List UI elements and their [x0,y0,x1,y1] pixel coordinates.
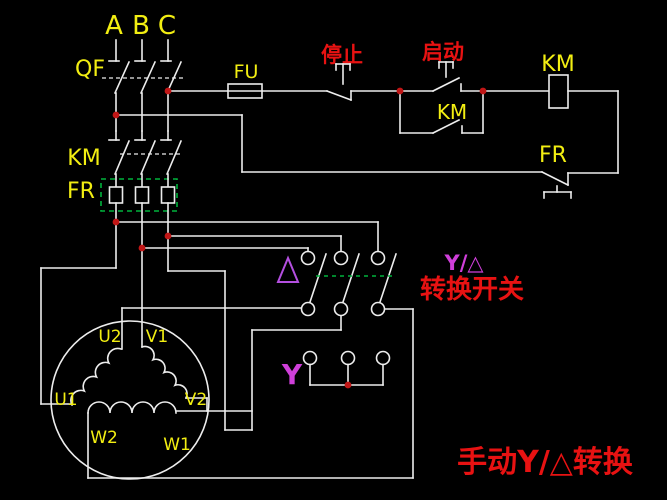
phase-c-label: C [158,11,176,41]
fr-thermal-relay: FR [67,173,178,212]
changeover-switch: Y/△ 转换开关 [276,250,524,317]
star-contact-1 [302,350,318,366]
stop-button-label: 停止 [321,43,363,67]
junction-dot [112,218,120,226]
phase-b-label: B [132,11,150,41]
km-coil-label: KM [541,52,574,77]
delta-symbol-icon [276,255,300,283]
changeover-blade-3 [378,252,398,304]
motor: U2 V1 U1 V2 W2 W1 [50,320,210,480]
qf-pole-a-blade [113,60,131,95]
motor-circle [50,320,210,480]
common-contact-1 [300,301,316,317]
km-aux-label: KM [437,100,467,124]
fr-heater-a [108,186,124,204]
km-coil-symbol [548,74,569,109]
terminal-u1-label: U1 [54,390,77,410]
changeover-blade-1 [308,252,328,304]
km-pole-b-blade [139,139,157,176]
distribution-wires [40,221,414,479]
stop-button-symbol [325,63,353,102]
common-contact-2 [333,301,349,317]
junction-dot [138,244,146,252]
winding-v-coil [140,345,188,400]
junction-dot [164,232,172,240]
junction-dot [112,111,120,119]
control-circuit: FU 停止 启动 [115,40,619,199]
terminal-w1-label: W1 [163,435,191,455]
km-aux-branch: KM [399,90,484,135]
start-contact-blade [431,76,461,93]
junction-dots [112,87,487,389]
star-contact-3 [375,350,391,366]
fr-heater-b [134,186,150,204]
fr-heater-c [160,186,176,204]
star-contact-row: Y [281,350,391,391]
fr-contact-blade [540,170,570,187]
fr-overload-contact [540,170,619,199]
km-pole-c-blade [165,139,183,176]
qf-breaker: QF [75,39,184,95]
terminal-w2-label: W2 [90,428,118,448]
fr-box-dashed [100,178,178,212]
terminal-u2-label: U2 [98,327,121,347]
km-main-contacts: KM [67,130,183,176]
mode-label: Y/△ [443,251,484,275]
caption-text: 手动Y/△转换 [457,445,634,480]
junction-dot [344,381,352,389]
km-main-label: KM [67,146,100,171]
wye-symbol-label: Y [281,358,303,391]
stop-contact-blade [325,89,353,102]
delta-contact-3 [370,250,386,266]
junction-dot [396,87,404,95]
fr-label: FR [67,179,95,204]
fr-contact-label: FR [539,143,567,168]
terminal-v1-label: V1 [146,327,168,347]
terminal-v2-label: V2 [185,390,207,410]
changeover-name-label: 转换开关 [420,275,524,305]
common-contact-3 [370,301,386,317]
junction-dot [164,87,172,95]
km-pole-a-blade [113,139,131,176]
star-contact-2 [340,350,356,366]
start-button-symbol [431,61,462,93]
delta-contact-2 [333,250,349,266]
changeover-blade-2 [341,252,361,304]
fu-label: FU [234,61,259,83]
km-aux-blade [431,118,461,135]
winding-u-coil [70,347,123,407]
delta-contact-1 [300,250,316,266]
winding-w-coil [87,401,177,414]
qf-label: QF [75,57,105,82]
junction-dot [479,87,487,95]
start-button-label: 启动 [422,40,464,64]
phase-a-label: A [105,11,123,41]
